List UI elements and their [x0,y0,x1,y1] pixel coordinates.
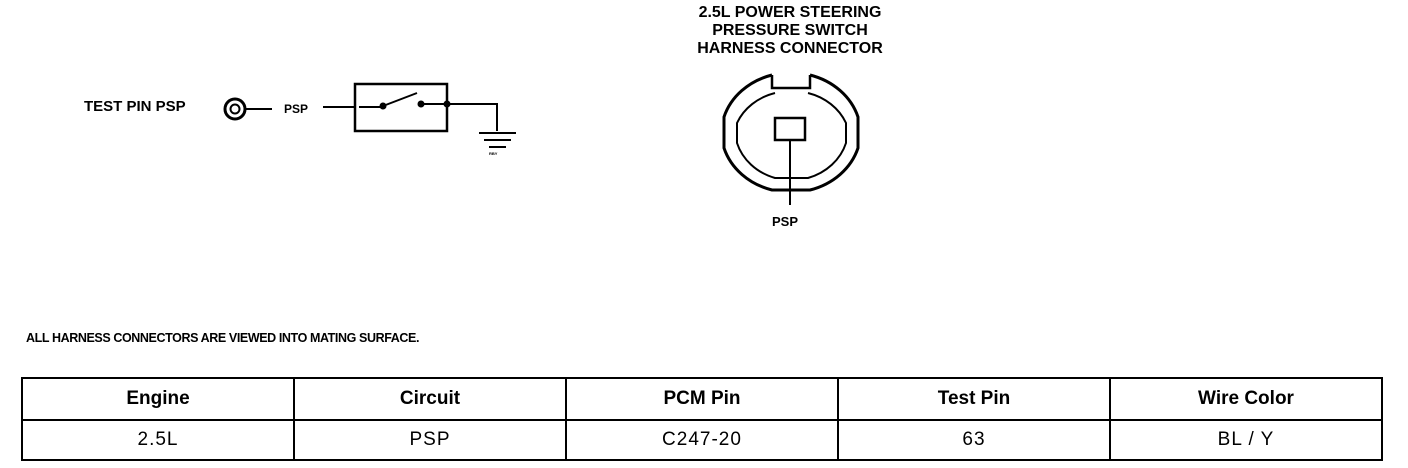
pin-table: Engine Circuit PCM Pin Test Pin Wire Col… [21,377,1383,461]
header-engine: Engine [21,377,295,421]
ground-icon [479,132,516,148]
table-row: 2.5L PSP C247-20 63 BL / Y [21,419,1383,461]
cell-wire-color: BL / Y [1109,419,1383,461]
cell-test-pin: 63 [837,419,1111,461]
header-wire-color: Wire Color [1109,377,1383,421]
table-header-row: Engine Circuit PCM Pin Test Pin Wire Col… [21,377,1383,421]
cell-pcm-pin: C247-20 [565,419,839,461]
harness-connector-icon [722,73,860,205]
header-pcm-pin: PCM Pin [565,377,839,421]
cell-engine: 2.5L [21,419,295,461]
pressure-switch-icon [353,82,451,133]
connector-title-line-1: 2.5L POWER STEERING [698,4,882,21]
header-circuit: Circuit [293,377,567,421]
ground-wire [447,103,498,131]
header-test-pin: Test Pin [837,377,1111,421]
connector-title-line-3: HARNESS CONNECTOR [697,40,883,57]
psp-circuit-label: PSP [284,102,309,116]
test-pin-icon [223,97,247,121]
connector-title: 2.5L POWER STEERING PRESSURE SWITCH HARN… [600,4,980,58]
connector-title-line-2: PRESSURE SWITCH [712,22,868,39]
connector-pin-label: PSP [772,214,799,229]
test-pin-label: TEST PIN PSP [84,98,186,115]
ground-label: RBY [489,151,498,156]
viewing-note: ALL HARNESS CONNECTORS ARE VIEWED INTO M… [26,331,420,345]
cell-circuit: PSP [293,419,567,461]
